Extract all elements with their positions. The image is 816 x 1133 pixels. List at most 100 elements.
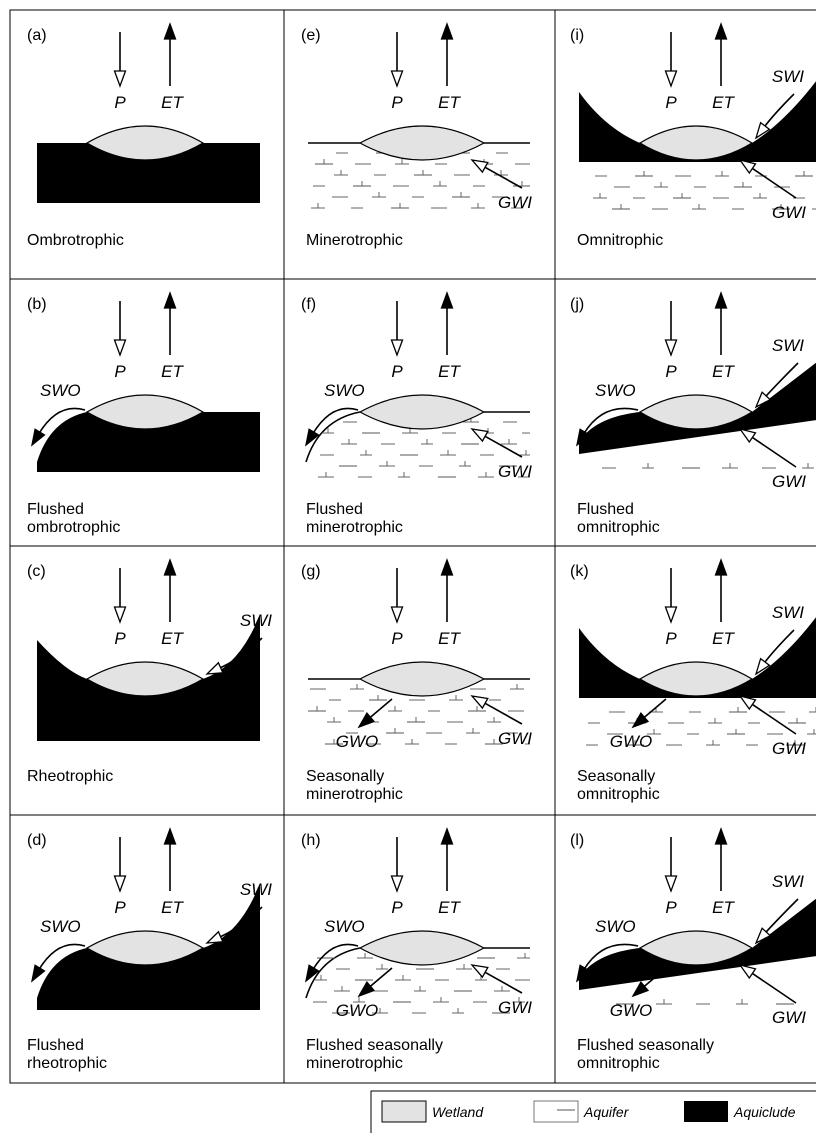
flux-label-swo: SWO bbox=[324, 917, 365, 936]
flux-label-p: P bbox=[114, 362, 126, 381]
evapotranspiration-arrow-head bbox=[165, 24, 176, 39]
precipitation-arrow-head bbox=[115, 876, 126, 891]
precipitation-arrow-head bbox=[115, 71, 126, 86]
legend-label-wetland: Wetland bbox=[432, 1104, 484, 1120]
gwi-arrow-shaft bbox=[752, 437, 796, 467]
flux-label-gwi: GWI bbox=[772, 1008, 806, 1027]
flux-label-et: ET bbox=[161, 93, 184, 112]
flux-label-p: P bbox=[391, 629, 403, 648]
precipitation-arrow-head bbox=[392, 340, 403, 355]
precipitation-arrow-head bbox=[115, 607, 126, 622]
evapotranspiration-arrow-head bbox=[442, 829, 453, 844]
swo-arrow-head bbox=[32, 429, 45, 445]
evapotranspiration-arrow-head bbox=[716, 293, 727, 308]
panel-caption: minerotrophic bbox=[306, 786, 403, 803]
flux-label-gwo: GWO bbox=[610, 1001, 653, 1020]
legend-swatch-aquiclude bbox=[684, 1101, 728, 1122]
flux-label-et: ET bbox=[712, 898, 735, 917]
flux-label-et: ET bbox=[438, 362, 461, 381]
precipitation-arrow-head bbox=[392, 607, 403, 622]
flux-label-et: ET bbox=[712, 93, 735, 112]
panel-tag: (l) bbox=[570, 832, 584, 849]
evapotranspiration-arrow-head bbox=[442, 293, 453, 308]
precipitation-arrow-head bbox=[666, 607, 677, 622]
panel-tag: (d) bbox=[27, 832, 47, 849]
flux-label-swo: SWO bbox=[40, 917, 81, 936]
panel-caption: omnitrophic bbox=[577, 1055, 660, 1072]
swi-arrow-head bbox=[207, 932, 223, 943]
precipitation-arrow-head bbox=[392, 876, 403, 891]
panel-caption: Ombrotrophic bbox=[27, 232, 124, 249]
panel-tag: (a) bbox=[27, 27, 47, 44]
gwi-arrow-head bbox=[740, 965, 756, 978]
legend-swatch-wetland bbox=[382, 1101, 426, 1122]
swo-arrow-head bbox=[306, 965, 319, 981]
evapotranspiration-arrow-head bbox=[716, 560, 727, 575]
flux-label-swo: SWO bbox=[324, 381, 365, 400]
flux-label-p: P bbox=[665, 362, 677, 381]
swi-arrow-head bbox=[207, 663, 223, 674]
flux-label-et: ET bbox=[438, 629, 461, 648]
legend: Wetland Aquifer Aquiclude bbox=[371, 1091, 816, 1133]
precipitation-arrow-head bbox=[666, 876, 677, 891]
aquifer bbox=[602, 463, 814, 468]
panel-caption: Omnitrophic bbox=[577, 232, 663, 249]
flux-label-et: ET bbox=[438, 93, 461, 112]
swo-arrow-head bbox=[32, 965, 45, 981]
flux-label-gwi: GWI bbox=[498, 462, 532, 481]
flux-label-p: P bbox=[391, 93, 403, 112]
flux-label-swi: SWI bbox=[772, 336, 804, 355]
panel-caption: Flushed bbox=[27, 501, 84, 518]
gwi-arrow-head bbox=[472, 696, 488, 708]
evapotranspiration-arrow-head bbox=[442, 560, 453, 575]
panel-g: PETGWIGWO(g)Seasonallyminerotrophic bbox=[301, 560, 532, 803]
swo-arrow-head bbox=[306, 429, 319, 445]
legend-label-aquiclude: Aquiclude bbox=[733, 1104, 796, 1120]
flux-label-p: P bbox=[391, 898, 403, 917]
panel-caption: minerotrophic bbox=[306, 519, 403, 536]
panel-tag: (k) bbox=[570, 563, 589, 580]
flux-label-et: ET bbox=[161, 629, 184, 648]
flux-label-et: ET bbox=[161, 362, 184, 381]
wetland-lens bbox=[360, 662, 484, 696]
panel-caption: Seasonally bbox=[577, 768, 655, 785]
flux-label-gwo: GWO bbox=[336, 732, 379, 751]
flux-label-swo: SWO bbox=[40, 381, 81, 400]
wetland-lens bbox=[360, 931, 484, 965]
flux-label-swi: SWI bbox=[772, 67, 804, 86]
panel-tag: (h) bbox=[301, 832, 321, 849]
precipitation-arrow-head bbox=[115, 340, 126, 355]
panel-caption: Flushed seasonally bbox=[306, 1037, 443, 1054]
wetland-lens bbox=[360, 395, 484, 429]
gwo-arrow-shaft bbox=[370, 699, 392, 717]
gwo-arrow-shaft bbox=[644, 699, 666, 717]
panel-caption: Flushed seasonally bbox=[577, 1037, 714, 1054]
panel-caption: Flushed bbox=[577, 501, 634, 518]
evapotranspiration-arrow-head bbox=[165, 829, 176, 844]
evapotranspiration-arrow-head bbox=[165, 560, 176, 575]
panel-caption: Flushed bbox=[27, 1037, 84, 1054]
evapotranspiration-arrow-head bbox=[442, 24, 453, 39]
panel-caption: Rheotrophic bbox=[27, 768, 113, 785]
gwi-arrow-head bbox=[472, 965, 488, 977]
gwi-arrow-head bbox=[472, 429, 488, 441]
legend-label-aquifer: Aquifer bbox=[583, 1104, 630, 1120]
gwi-arrow-shaft bbox=[752, 168, 796, 198]
gwi-arrow-head bbox=[740, 429, 756, 442]
flux-label-p: P bbox=[114, 898, 126, 917]
panel-caption: omnitrophic bbox=[577, 786, 660, 803]
flux-label-swi: SWI bbox=[772, 872, 804, 891]
panel-caption: Minerotrophic bbox=[306, 232, 403, 249]
panel-tag: (f) bbox=[301, 296, 316, 313]
panel-e: PETGWI(e)Minerotrophic bbox=[301, 24, 532, 249]
panel-caption: rheotrophic bbox=[27, 1055, 107, 1072]
flux-label-swo: SWO bbox=[595, 917, 636, 936]
evapotranspiration-arrow-head bbox=[716, 829, 727, 844]
panel-caption: minerotrophic bbox=[306, 1055, 403, 1072]
